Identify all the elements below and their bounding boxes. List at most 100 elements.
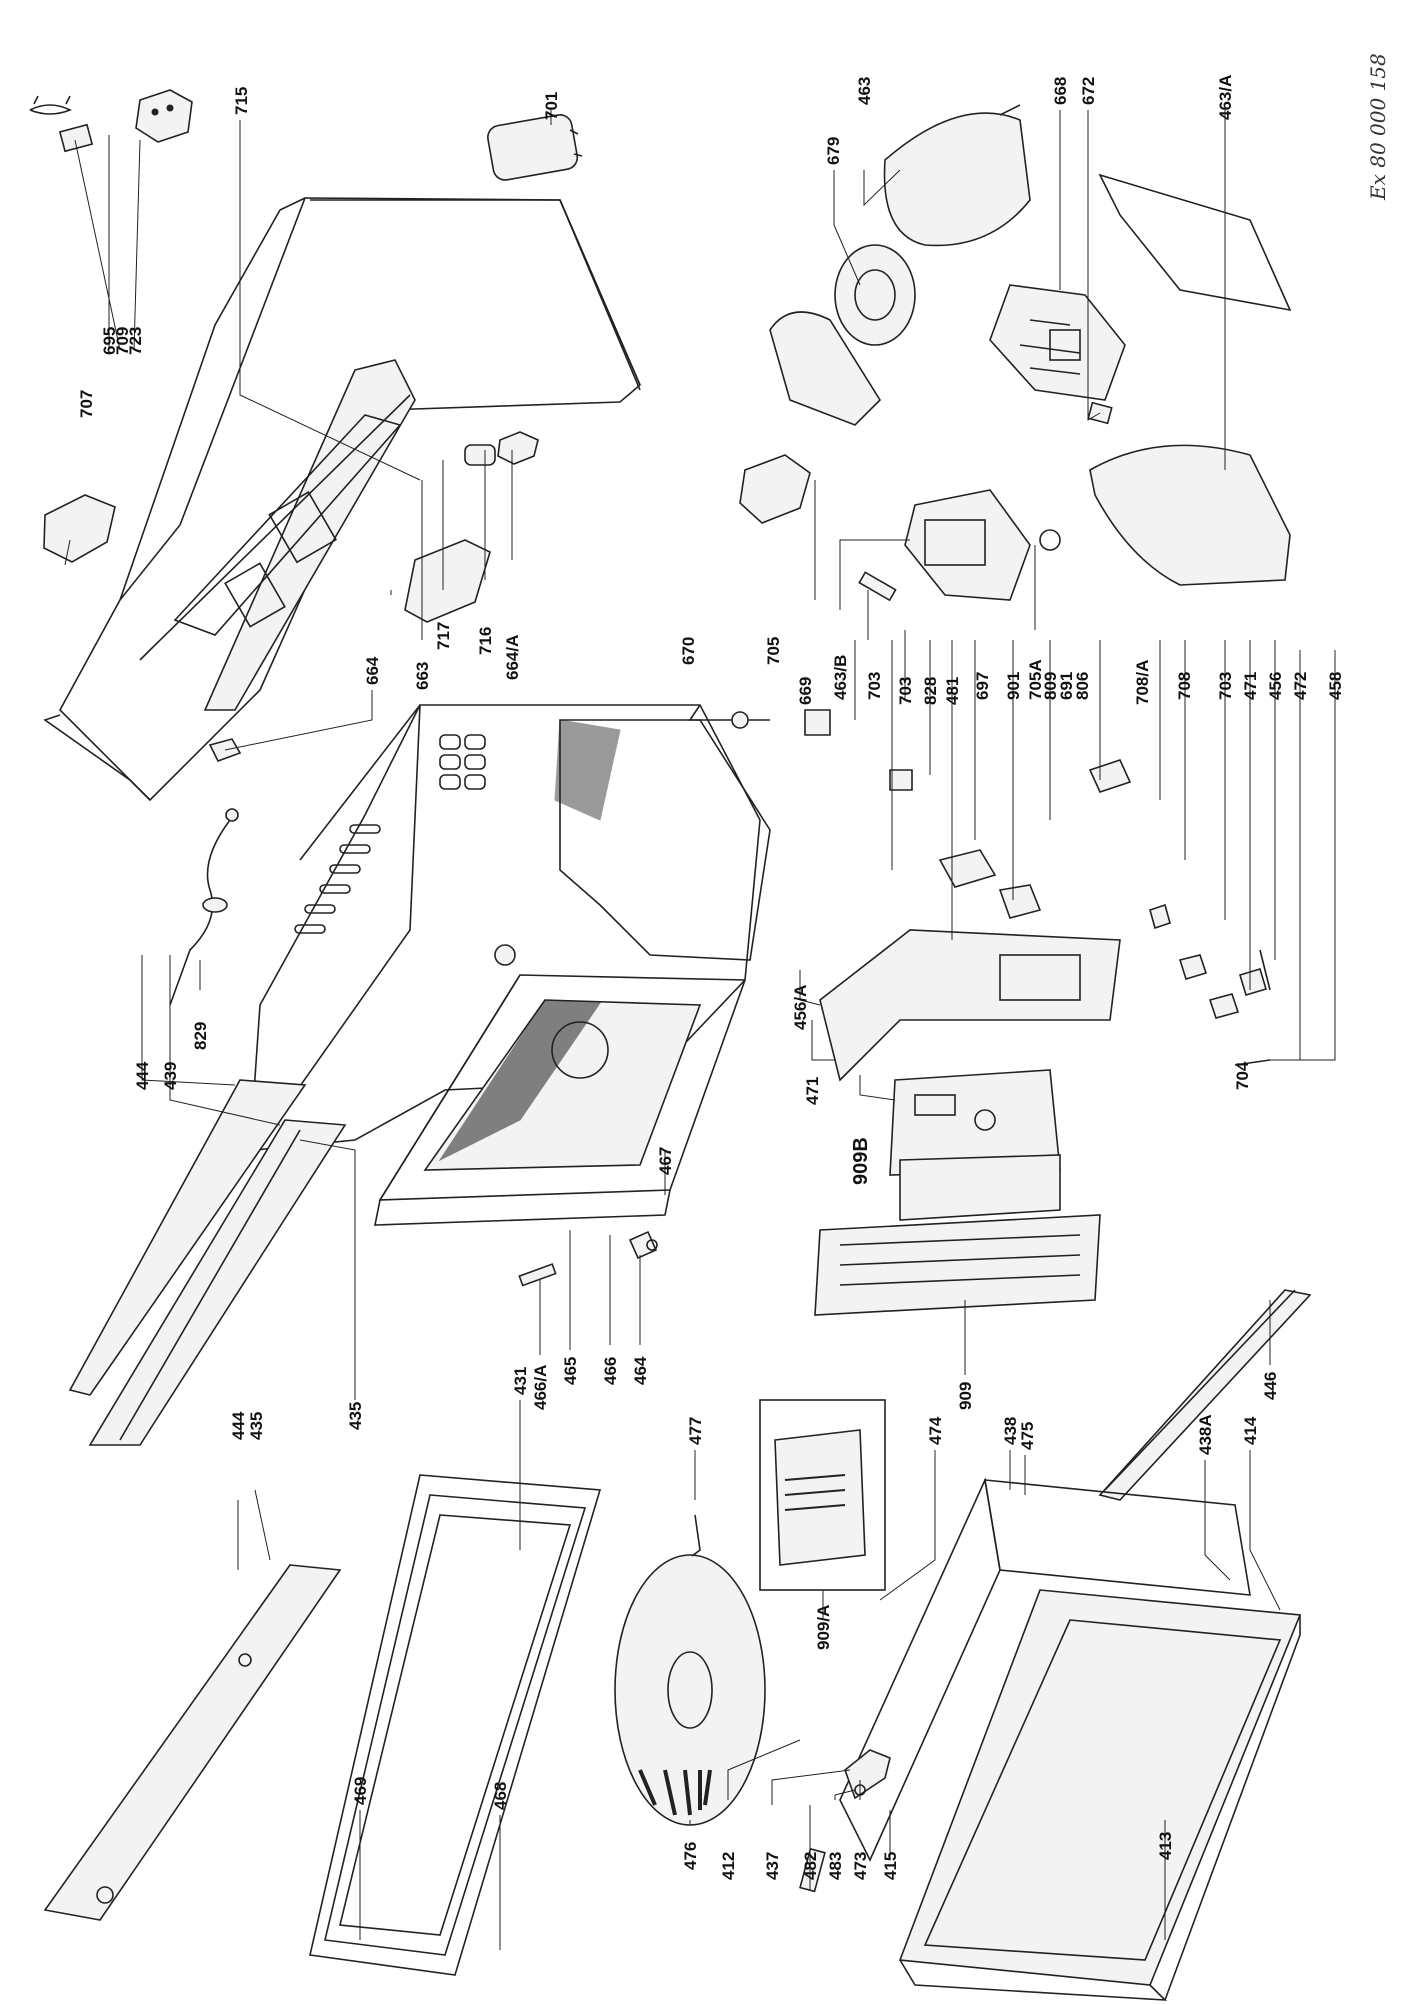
handwritten-reference: Ex 80 000 158: [1366, 53, 1390, 201]
label-901: 901: [1004, 672, 1023, 700]
label-672: 672: [1079, 77, 1098, 105]
label-466A: 466/A: [531, 1365, 550, 1410]
label-717: 717: [434, 622, 453, 650]
part-705-magnetron: [904, 489, 1061, 601]
part-716-cylinder: [464, 444, 496, 466]
label-909A: 909/A: [814, 1605, 833, 1650]
label-471-b: 471: [803, 1077, 822, 1105]
label-670: 670: [679, 637, 698, 665]
label-464: 464: [631, 1356, 650, 1385]
label-413: 413: [1156, 1832, 1175, 1860]
label-664A: 664/A: [503, 635, 522, 680]
label-806: 806: [1073, 672, 1092, 700]
label-463: 463: [855, 77, 874, 105]
part-431-door-frame: [309, 1474, 602, 1976]
part-446-rail: [1098, 1289, 1312, 1501]
part-463A-duct: [1089, 444, 1291, 586]
part-444-439-strip: [68, 1079, 347, 1446]
label-467: 467: [656, 1147, 675, 1175]
part-458-pin: [1234, 1059, 1271, 1066]
label-412: 412: [719, 1852, 738, 1880]
label-679: 679: [824, 137, 843, 165]
label-465: 465: [561, 1357, 580, 1385]
label-438: 438: [1001, 1417, 1020, 1445]
label-463B: 463/B: [831, 655, 850, 700]
label-446: 446: [1261, 1372, 1280, 1400]
label-704: 704: [1233, 1061, 1252, 1090]
part-909A-inset: [759, 1399, 886, 1591]
part-466A-latch: [518, 1263, 557, 1287]
label-697: 697: [973, 672, 992, 700]
small-parts-column: [731, 709, 1271, 1019]
label-463A-top: 463/A: [1216, 75, 1235, 120]
label-435-a: 435: [346, 1402, 365, 1430]
part-717-relay: [404, 539, 491, 623]
label-456: 456: [1266, 672, 1285, 700]
label-414: 414: [1241, 1416, 1260, 1445]
label-663: 663: [413, 662, 432, 690]
label-415: 415: [881, 1852, 900, 1880]
label-715: 715: [232, 87, 251, 115]
label-444-a: 444: [133, 1061, 152, 1090]
label-709: 709: [113, 327, 132, 355]
part-labels: 695 709 723 707 715 701 679 463 668 672 …: [77, 75, 1345, 1880]
part-723-socket: [135, 89, 193, 143]
label-473: 473: [851, 1852, 870, 1880]
label-444-b: 444: [229, 1411, 248, 1440]
label-476: 476: [681, 1842, 700, 1870]
part-413-door-assembly: [839, 1477, 1302, 2001]
part-463A-panel: [1098, 173, 1292, 312]
part-482-pin: [799, 1847, 826, 1893]
label-474: 474: [926, 1416, 945, 1445]
label-472: 472: [1291, 672, 1310, 700]
label-664: 664: [363, 656, 382, 685]
part-463-fan-housing: [883, 104, 1031, 247]
label-481: 481: [943, 677, 962, 705]
label-466: 466: [601, 1357, 620, 1385]
part-709-connector: [58, 123, 94, 153]
label-703-a: 703: [865, 672, 884, 700]
part-444-435-lower-strip: [43, 1564, 342, 1921]
label-695: 695: [100, 327, 119, 355]
label-909: 909: [956, 1382, 975, 1410]
label-703-c: 703: [1216, 672, 1235, 700]
label-431: 431: [511, 1367, 530, 1395]
label-668: 668: [1051, 77, 1070, 105]
outer-cabinet-cover: [43, 197, 641, 802]
label-703-b: 703: [896, 677, 915, 705]
part-715-rail: [139, 359, 416, 711]
part-668-transformer: [989, 284, 1126, 401]
part-909-keypad: [814, 1154, 1101, 1316]
label-909B: 909B: [850, 1137, 872, 1185]
label-475: 475: [1018, 1422, 1037, 1450]
label-471-a: 471: [1241, 672, 1260, 700]
label-469: 469: [351, 1777, 370, 1805]
label-482: 482: [801, 1852, 820, 1880]
part-476-turntable: [614, 1554, 766, 1826]
leader-lines: [74, 110, 1336, 1950]
part-664A-fuse-holder: [497, 431, 539, 465]
part-477-coupler: [691, 1514, 701, 1557]
label-723: 723: [126, 327, 145, 355]
label-705A: 705A: [1026, 659, 1045, 700]
label-701: 701: [542, 92, 561, 120]
part-701-capacitor: [487, 114, 583, 181]
oven-cavity-chassis: [249, 704, 771, 1226]
part-695-clip: [29, 95, 72, 115]
label-716: 716: [476, 627, 495, 655]
part-466-467-hinge: [628, 1230, 658, 1260]
label-708A: 708/A: [1133, 660, 1152, 705]
label-691: 691: [1057, 672, 1076, 700]
label-458: 458: [1326, 672, 1345, 700]
label-483: 483: [826, 1852, 845, 1880]
part-829-sensor: [169, 808, 239, 1006]
label-669: 669: [796, 677, 815, 705]
label-705: 705: [764, 637, 783, 665]
label-438A: 438A: [1196, 1414, 1215, 1455]
part-463B-bracket: [858, 571, 897, 602]
label-707: 707: [77, 390, 96, 418]
label-708: 708: [1175, 672, 1194, 700]
part-707-bracket: [43, 494, 116, 566]
label-439: 439: [161, 1062, 180, 1090]
